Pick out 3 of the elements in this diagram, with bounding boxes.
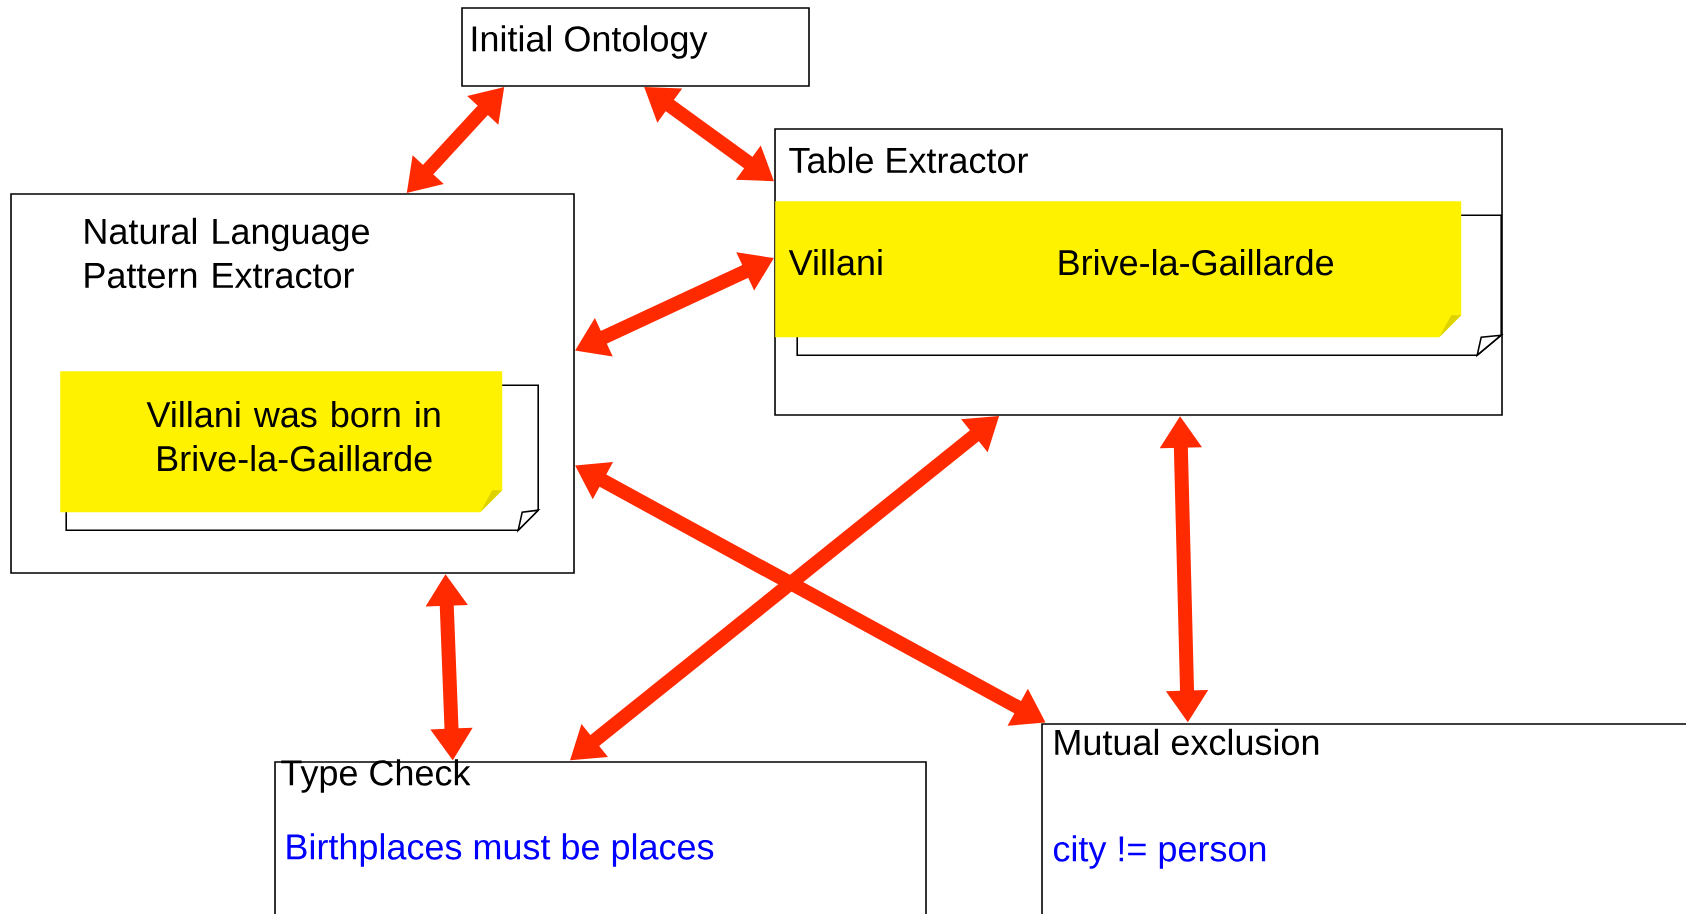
process-box: Type Check Birthplaces must be places (274, 759, 927, 914)
process-box: Initial Ontology (461, 7, 810, 87)
process-box: Mutual exclusion city != person (1041, 723, 1686, 914)
